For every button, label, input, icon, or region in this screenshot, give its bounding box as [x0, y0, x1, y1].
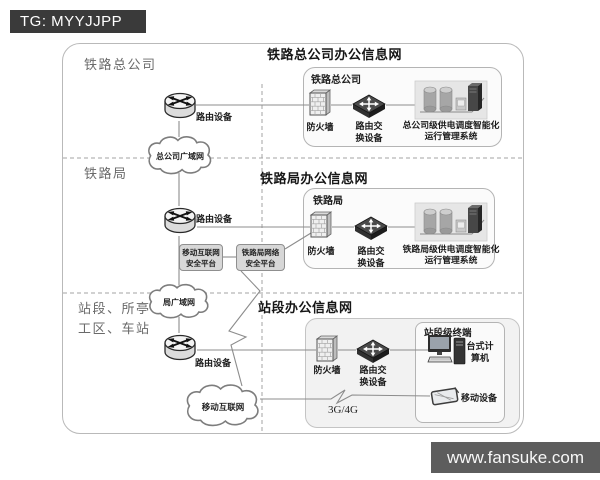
mobile-internet-cloud: 移动互联网	[183, 383, 263, 427]
bureau-router-label: 路由设备	[196, 214, 233, 224]
desktop-label: 台式计 算机	[464, 341, 496, 364]
platform-label-line: 移动互联网	[182, 248, 220, 257]
router-icon	[164, 207, 196, 234]
hq-wan-cloud-label: 总公司广域网	[156, 152, 204, 161]
server-system-image	[414, 202, 488, 242]
desktop-computer-icon	[427, 334, 466, 365]
platform-label-line: 铁路局网络	[241, 248, 280, 257]
hq-router-label: 路由设备	[196, 112, 233, 122]
watermark-text: www.fansuke.com	[447, 448, 584, 467]
switch-label-line: 路由交	[355, 121, 383, 131]
switch-label-line: 路由交	[359, 365, 387, 375]
watermark-badge: www.fansuke.com	[431, 442, 600, 473]
bureau-title: 铁路局办公信息网	[260, 171, 369, 186]
system-label-line: 铁路局级供电调度智能化	[402, 244, 500, 254]
switch-label-line: 换设备	[359, 376, 387, 387]
system-label-line: 运行管理系统	[424, 255, 478, 266]
hq-system-label: 总公司级供电调度智能化 运行管理系统	[396, 120, 506, 143]
side-label-line: 工区、车站	[78, 321, 151, 337]
bureau-side-label: 铁路局	[84, 166, 128, 181]
station-title: 站段办公信息网	[258, 300, 353, 315]
hq-wan-cloud: 总公司广域网	[145, 135, 215, 175]
switch-label-line: 路由交	[357, 246, 385, 256]
switch-icon	[352, 94, 386, 119]
system-label-line: 总公司级供电调度智能化	[402, 120, 500, 130]
diagram-outer-frame	[62, 43, 524, 434]
link-3g4g-label: 3G/4G	[328, 404, 358, 416]
bureau-system-label: 铁路局级供电调度智能化 运行管理系统	[396, 244, 506, 267]
switch-label-line: 换设备	[357, 257, 385, 268]
firewall-icon	[310, 211, 332, 238]
source-tag-text: TG: MYYJJPP	[20, 13, 123, 30]
mobile-internet-cloud-label: 移动互联网	[201, 402, 245, 412]
bureau-box-label: 铁路局	[313, 196, 343, 207]
bureau-switch-label: 路由交 换设备	[351, 246, 391, 269]
station-switch-label: 路由交 换设备	[353, 365, 393, 388]
station-router-label: 路由设备	[195, 358, 232, 368]
mobile-device-icon	[430, 386, 461, 406]
hq-title: 铁路总公司办公信息网	[267, 47, 403, 62]
switch-icon	[354, 216, 388, 241]
desktop-label-line: 算机	[470, 352, 489, 363]
firewall-icon	[309, 89, 331, 116]
router-icon	[164, 334, 196, 361]
desktop-label-line: 台式计	[466, 341, 494, 351]
hq-firewall-label: 防火墙	[306, 122, 334, 132]
side-label-line: 站段、所亭	[78, 301, 151, 316]
hq-side-label: 铁路总公司	[84, 57, 157, 72]
mobile-internet-security-platform-box: 移动互联网 安全平台	[179, 244, 223, 271]
router-icon	[164, 92, 196, 119]
terminal-box-label: 站段级终端	[424, 328, 472, 339]
firewall-icon	[316, 335, 338, 362]
system-label-line: 运行管理系统	[424, 131, 478, 142]
platform-label-line: 安全平台	[245, 258, 276, 268]
hq-switch-label: 路由交 换设备	[349, 121, 389, 144]
server-system-image	[414, 80, 488, 120]
station-firewall-label: 防火墙	[313, 365, 341, 375]
station-side-label: 站段、所亭 工区、车站	[78, 299, 151, 339]
switch-label-line: 换设备	[355, 132, 383, 143]
bureau-network-security-platform-box: 铁路局网络 安全平台	[236, 244, 285, 271]
platform-label-line: 安全平台	[186, 258, 216, 268]
bureau-firewall-label: 防火墙	[307, 246, 335, 256]
bureau-lan-cloud: 局广域网	[146, 283, 212, 319]
hq-box-label: 铁路总公司	[311, 75, 361, 86]
bureau-lan-cloud-label: 局广域网	[163, 298, 195, 307]
source-tag-badge: TG: MYYJJPP	[10, 10, 146, 33]
switch-icon	[356, 339, 390, 364]
mobile-device-label: 移动设备	[461, 393, 498, 403]
